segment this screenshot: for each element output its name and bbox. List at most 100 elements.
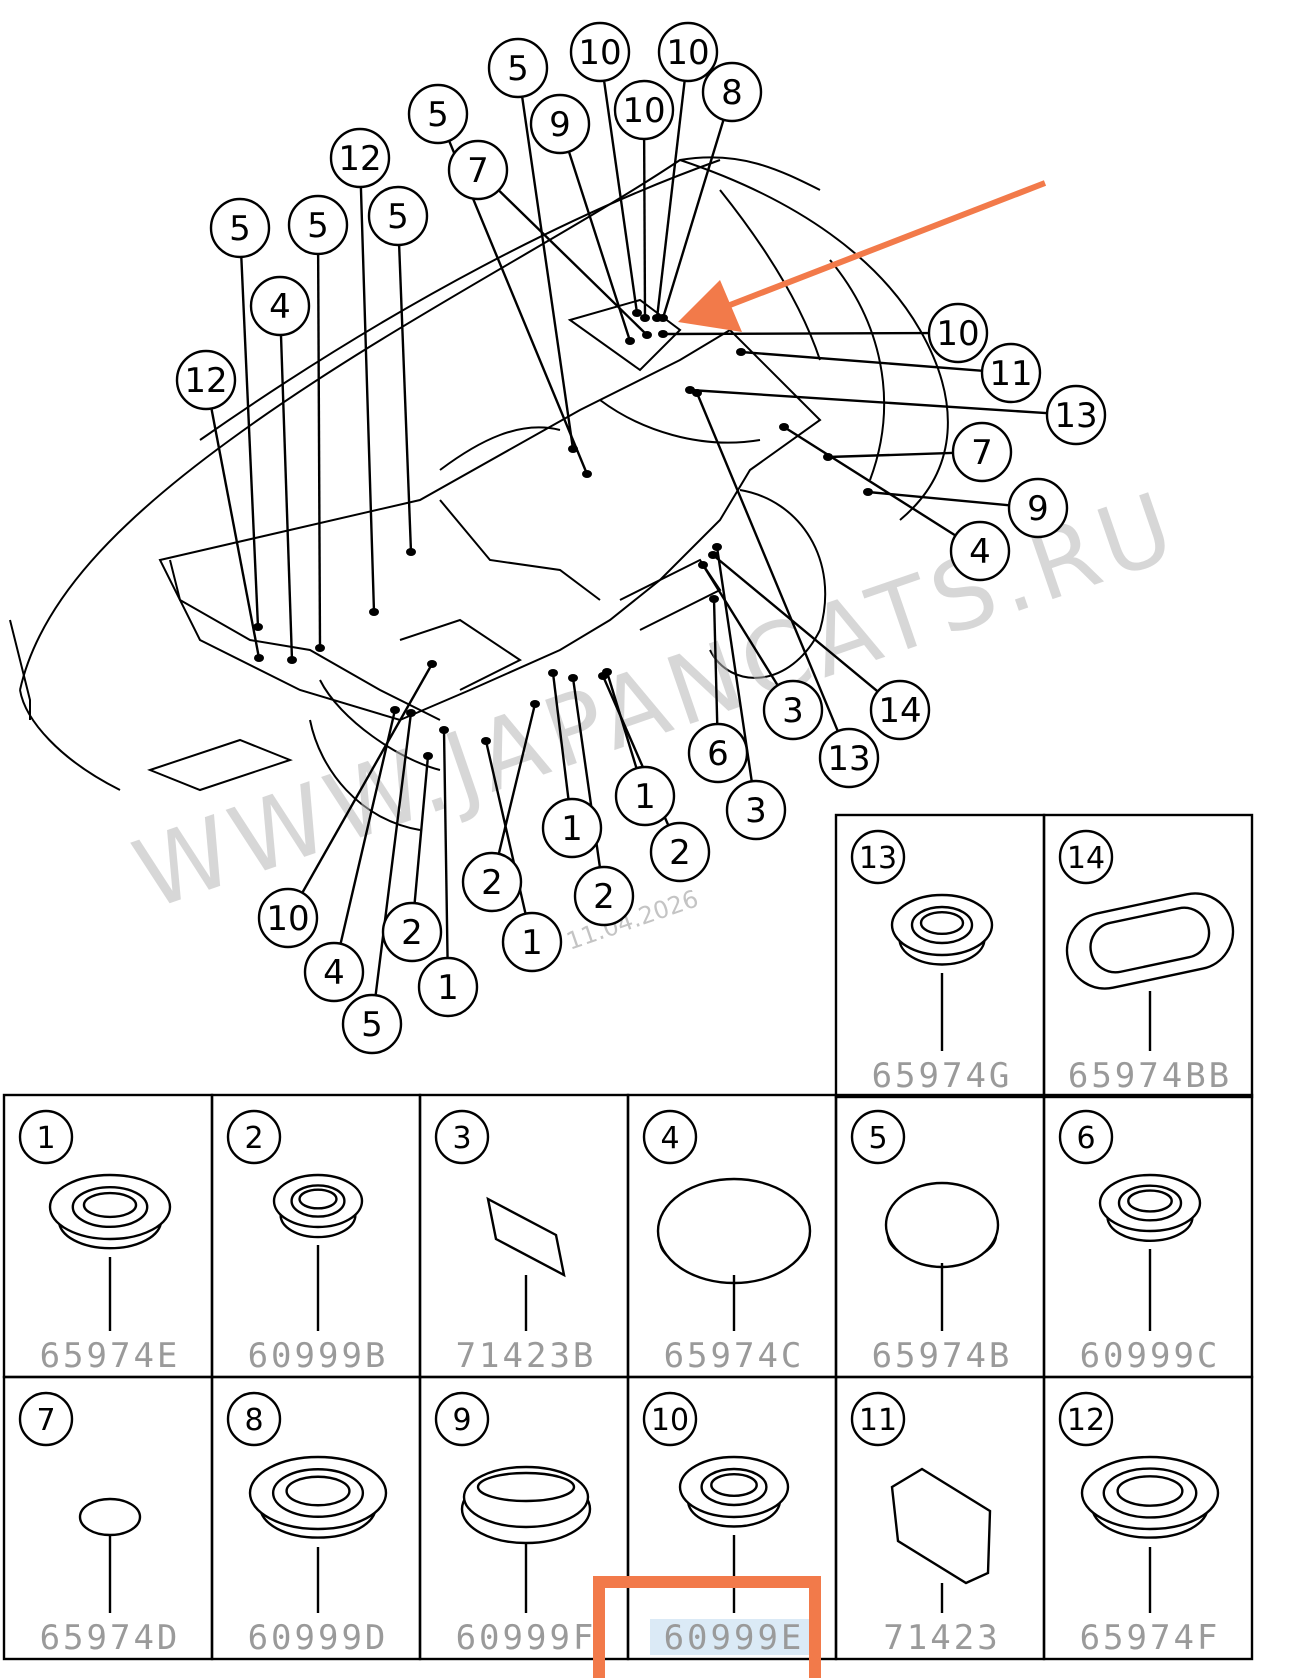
callout-number: 8 <box>721 73 743 113</box>
part-code[interactable]: 60999C <box>1080 1336 1221 1376</box>
cap-top <box>884 1181 1000 1269</box>
part-code[interactable]: 65974C <box>664 1336 805 1376</box>
grommet-hole <box>919 911 965 936</box>
callout-7: 7 <box>447 139 509 201</box>
callout-circle <box>649 821 711 883</box>
callout-4: 4 <box>303 941 365 1003</box>
attachment-dot <box>658 314 668 322</box>
part-number-circle <box>434 1391 490 1447</box>
callout-circle <box>614 765 676 827</box>
part-cell-border <box>1042 813 1254 1099</box>
callout-leader-line <box>359 187 376 613</box>
part-code[interactable]: 65974BB <box>1068 1056 1232 1096</box>
oval-grommet-outer <box>1065 892 1235 990</box>
part-code[interactable]: 60999F <box>456 1618 597 1658</box>
callout-circle <box>367 185 429 247</box>
callout-2: 2 <box>381 901 443 963</box>
callout-number: 10 <box>578 33 621 73</box>
callout-number: 13 <box>1054 396 1097 436</box>
part-code[interactable]: 65974G <box>872 1056 1013 1096</box>
part-code[interactable]: 71423 <box>883 1618 1000 1658</box>
part-illustration <box>890 1467 992 1585</box>
attachment-dot <box>530 700 540 708</box>
callout-circle <box>249 275 311 337</box>
callout-9: 9 <box>529 93 591 155</box>
part-number: 5 <box>868 1121 887 1156</box>
callout-leader-line <box>339 709 397 944</box>
callout-leader-line <box>701 564 779 686</box>
attachment-dot <box>712 543 722 551</box>
callout-circle <box>762 679 824 741</box>
callout-leader-line <box>498 190 648 336</box>
part-number-circle <box>18 1391 74 1447</box>
attachment-dot <box>658 330 668 338</box>
callout-leader-line <box>689 388 1047 415</box>
highlight-arrow-icon <box>678 180 1047 332</box>
grommet-rim <box>678 1455 790 1519</box>
part-code[interactable]: 60999B <box>248 1336 389 1376</box>
part-illustration <box>890 893 994 966</box>
callout-number: 9 <box>1027 489 1049 529</box>
callout-circle <box>725 779 787 841</box>
part-code[interactable]: 65974F <box>1080 1618 1221 1658</box>
callout-leader-line <box>301 663 434 893</box>
part-illustration <box>486 1196 566 1278</box>
callout-1: 1 <box>501 911 563 973</box>
part-illustration <box>48 1173 172 1250</box>
callout-number: 5 <box>229 209 251 249</box>
callout-number: 9 <box>549 105 571 145</box>
tape-patch <box>486 1196 566 1278</box>
grommet-hole <box>1127 1189 1173 1213</box>
part-number: 3 <box>452 1121 471 1156</box>
part-code[interactable]: 60999E <box>664 1618 805 1658</box>
callout-10: 10 <box>927 302 989 364</box>
part-code[interactable]: 71423B <box>456 1336 597 1376</box>
callout-number: 3 <box>745 791 767 831</box>
part-number-circle <box>1058 1391 1114 1447</box>
plug-top <box>462 1465 590 1529</box>
grommet-rim <box>272 1173 364 1229</box>
grommet-hole <box>82 1191 138 1219</box>
callout-number: 10 <box>936 314 979 354</box>
attachment-dot <box>709 595 719 603</box>
part-number: 1 <box>36 1121 55 1156</box>
attachment-dot <box>253 623 263 631</box>
callout-circle <box>257 887 319 949</box>
callout-circle <box>657 21 719 83</box>
attachment-dot <box>548 669 558 677</box>
callout-leader-line <box>655 81 686 319</box>
grommet-inner <box>271 1468 365 1518</box>
tape-patch <box>890 1467 992 1585</box>
part-code[interactable]: 65974B <box>872 1336 1013 1376</box>
callout-circle <box>529 93 591 155</box>
part-code[interactable]: 65974D <box>40 1618 181 1658</box>
part-illustration <box>884 1181 1000 1269</box>
callout-number: 1 <box>561 809 583 849</box>
grommet-inner <box>71 1185 149 1229</box>
callout-1: 1 <box>541 797 603 859</box>
attachment-dot <box>823 453 833 461</box>
attachment-dot <box>427 660 437 668</box>
callout-number: 2 <box>669 833 691 873</box>
callout-5: 5 <box>487 37 549 99</box>
part-number: 10 <box>651 1403 689 1438</box>
callout-1: 1 <box>614 765 676 827</box>
part-cell-10: 10 60999E <box>626 1375 838 1661</box>
disc <box>78 1497 142 1537</box>
grommet-rim <box>48 1173 172 1241</box>
callout-circle <box>447 139 509 201</box>
part-code[interactable]: 60999D <box>248 1618 389 1658</box>
part-number-circle <box>434 1109 490 1165</box>
callout-number: 4 <box>269 287 291 327</box>
callout-circle <box>869 679 931 741</box>
callout-number: 2 <box>401 913 423 953</box>
part-code[interactable]: 65974E <box>40 1336 181 1376</box>
callout-circle <box>407 83 469 145</box>
callout-leader-line <box>551 672 570 799</box>
part-cell-1: 1 65974E <box>2 1093 214 1379</box>
